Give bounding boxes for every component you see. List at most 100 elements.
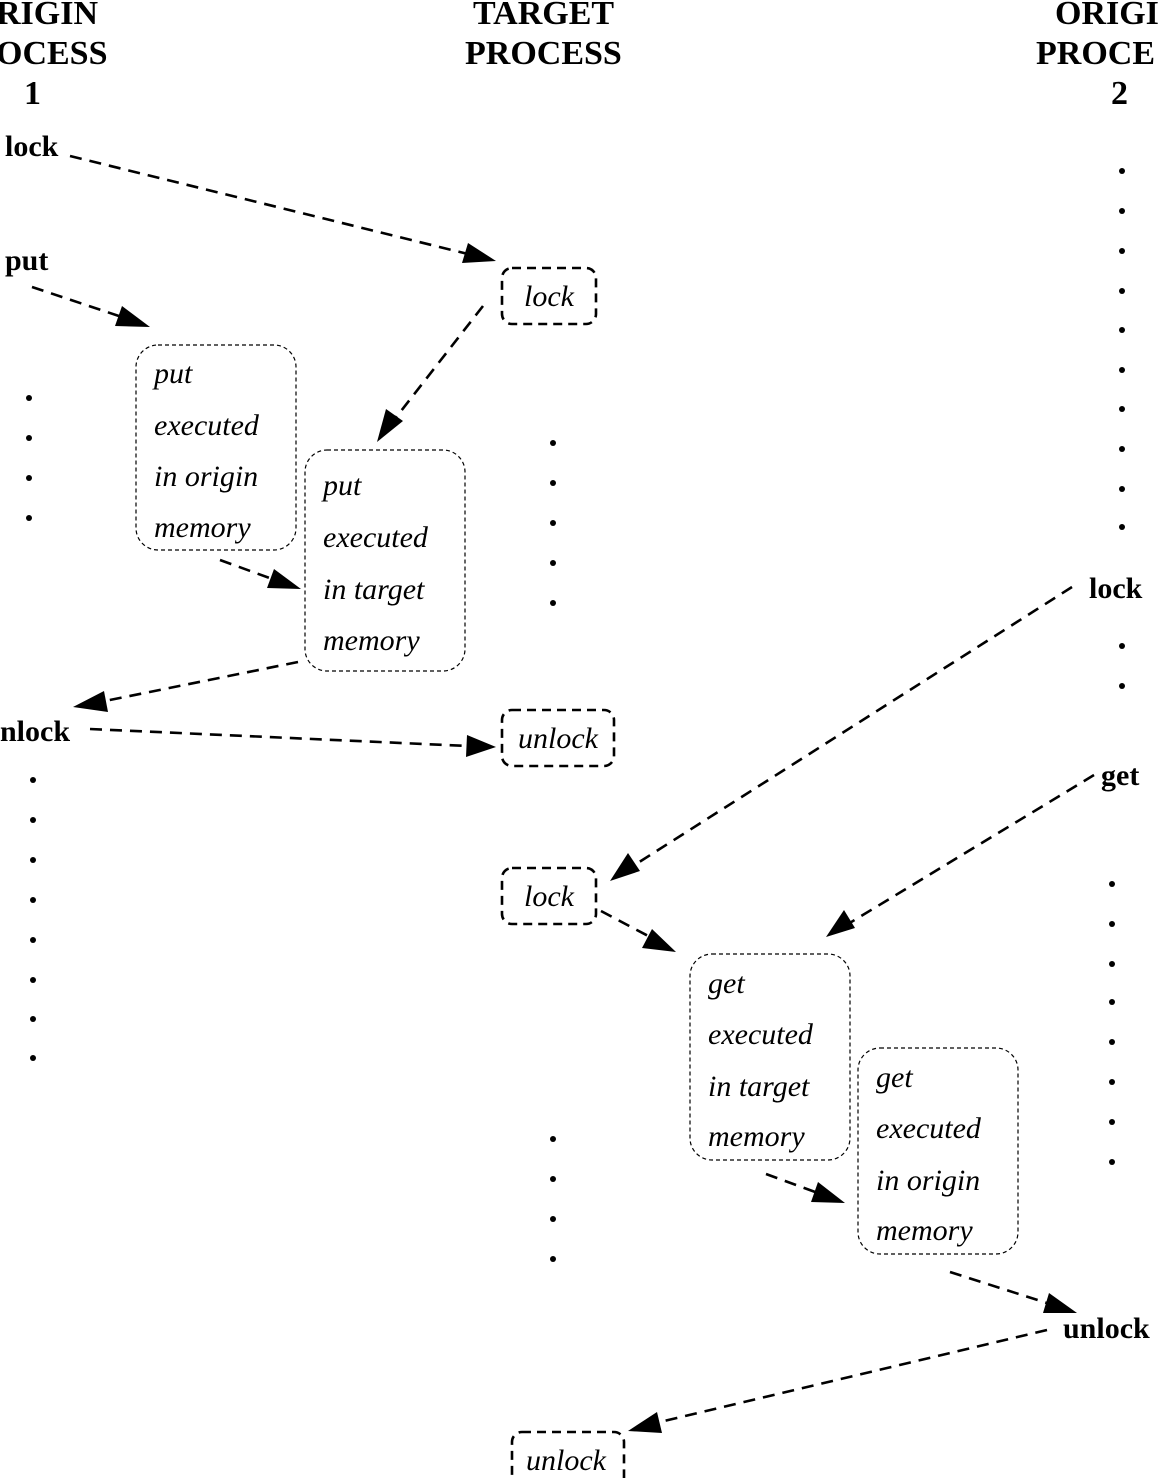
header-line: TARGET <box>473 0 614 32</box>
header-line: PROCESS <box>465 35 622 72</box>
header-line: 2 <box>1111 75 1128 112</box>
ellipsis-dot <box>1109 1159 1115 1165</box>
ellipsis-dot <box>1119 248 1125 254</box>
ellipsis-dot <box>30 977 36 983</box>
ellipsis-dot <box>26 395 32 401</box>
exec-box-line: put <box>152 357 193 390</box>
ellipsis-dot <box>550 1256 556 1262</box>
ellipsis-dot <box>550 560 556 566</box>
ellipsis-dot <box>1119 486 1125 492</box>
origin2-get-label: get <box>1101 759 1139 792</box>
arrow-put-origin-to-put-target <box>219 558 301 589</box>
exec-box-line: executed <box>708 1018 814 1051</box>
ellipsis-dot <box>26 515 32 521</box>
ellipsis-dot <box>1109 881 1115 887</box>
exec-box-line: memory <box>708 1120 805 1153</box>
ellipsis-dot <box>26 435 32 441</box>
ellipsis-dot <box>1119 168 1125 174</box>
ellipsis-dot <box>30 777 36 783</box>
put-executed-in-target-box: put executed in target memory <box>304 449 466 672</box>
arrow-origin2-unlock-to-target <box>628 1328 1048 1433</box>
get-executed-in-target-box: get executed in target memory <box>689 953 851 1161</box>
arrow-origin1-unlock-to-target <box>89 727 496 757</box>
ellipsis-dot <box>550 1176 556 1182</box>
arrow-put-target-to-origin1-unlock <box>73 660 299 712</box>
ellipsis-dot <box>1119 643 1125 649</box>
ellipsis-dot <box>30 937 36 943</box>
origin-process-2-header: ORIGI PROCE 2 <box>1036 0 1159 112</box>
exec-box-line: executed <box>323 521 429 554</box>
ellipsis-dot <box>1109 1039 1115 1045</box>
ellipsis-dot <box>1119 406 1125 412</box>
ellipsis-dot <box>1109 999 1115 1005</box>
target-unlock-box-2: unlock <box>510 1430 626 1478</box>
ellipsis-dot <box>1119 683 1125 689</box>
exec-box-line: get <box>708 967 745 1000</box>
target-unlock-text: unlock <box>526 1444 607 1477</box>
target-lock-text: lock <box>524 880 575 913</box>
ellipsis-dot <box>30 817 36 823</box>
arrow-origin2-lock-to-target <box>610 585 1073 881</box>
ellipsis-dot <box>26 475 32 481</box>
exec-box-line: in origin <box>154 460 258 493</box>
ellipsis-dot <box>1119 446 1125 452</box>
arrow-target-lock-to-put-exec <box>377 305 485 442</box>
exec-box-line: get <box>876 1061 913 1094</box>
ellipsis-dot <box>30 1055 36 1061</box>
ellipsis-dot <box>1119 288 1125 294</box>
ellipsis-dot <box>550 600 556 606</box>
arrow-get-origin-to-origin2-unlock <box>949 1270 1077 1313</box>
ellipsis-dot <box>550 1136 556 1142</box>
exec-box-line: executed <box>154 409 260 442</box>
exec-box-line: in origin <box>876 1164 980 1197</box>
origin1-put-label: put <box>5 244 48 277</box>
header-line: PROCE <box>1036 35 1155 72</box>
target-lock-box-1: lock <box>500 266 598 326</box>
exec-box-line: put <box>321 469 362 502</box>
header-line: OCESS <box>0 35 108 72</box>
target-unlock-box-1: unlock <box>500 708 616 768</box>
exec-box-line: in target <box>323 573 425 606</box>
exec-box-line: memory <box>154 511 251 544</box>
arrow-get-target-to-get-origin <box>765 1172 845 1203</box>
ellipsis-dot <box>550 520 556 526</box>
ellipsis-dot <box>1109 1119 1115 1125</box>
ellipsis-dot <box>30 857 36 863</box>
target-process-header: TARGET PROCESS <box>465 0 622 72</box>
ellipsis-dot <box>1119 208 1125 214</box>
ellipsis-dot <box>550 1216 556 1222</box>
ellipsis-dot <box>1109 1079 1115 1085</box>
arrow-target-lock-to-get-exec <box>600 909 676 952</box>
origin1-lock-label: lock <box>5 130 59 163</box>
ellipsis-dot <box>550 480 556 486</box>
ellipsis-dot <box>1119 327 1125 333</box>
exec-box-line: memory <box>323 624 420 657</box>
target-unlock-text: unlock <box>518 722 599 755</box>
ellipsis-dot <box>550 440 556 446</box>
ellipsis-dot <box>30 1016 36 1022</box>
ellipsis-dot <box>1109 921 1115 927</box>
ellipsis-dot <box>1119 367 1125 373</box>
header-line: RIGIN <box>0 0 98 32</box>
ellipsis-dot <box>1119 524 1125 530</box>
arrow-origin1-lock-to-target <box>69 154 496 263</box>
origin2-unlock-label: unlock <box>1063 1312 1150 1345</box>
origin1-unlock-label: nlock <box>0 715 70 748</box>
exec-box-line: memory <box>876 1214 973 1247</box>
target-lock-box-2: lock <box>500 866 598 926</box>
exec-box-line: in target <box>708 1070 810 1103</box>
put-executed-in-origin-box: put executed in origin memory <box>135 344 297 551</box>
ellipsis-dot <box>1109 961 1115 967</box>
arrow-origin2-get-to-exec <box>826 773 1095 937</box>
arrow-origin1-put-to-exec <box>31 285 150 327</box>
origin-process-1-header: RIGIN OCESS 1 <box>0 0 108 112</box>
header-line: ORIGI <box>1055 0 1159 32</box>
ellipsis-dot <box>30 897 36 903</box>
target-lock-text: lock <box>524 280 575 313</box>
exec-box-line: executed <box>876 1112 982 1145</box>
header-line: 1 <box>24 75 41 112</box>
get-executed-in-origin-box: get executed in origin memory <box>857 1047 1019 1255</box>
timeline-dots <box>26 168 1125 1262</box>
origin2-lock-label: lock <box>1089 572 1143 605</box>
